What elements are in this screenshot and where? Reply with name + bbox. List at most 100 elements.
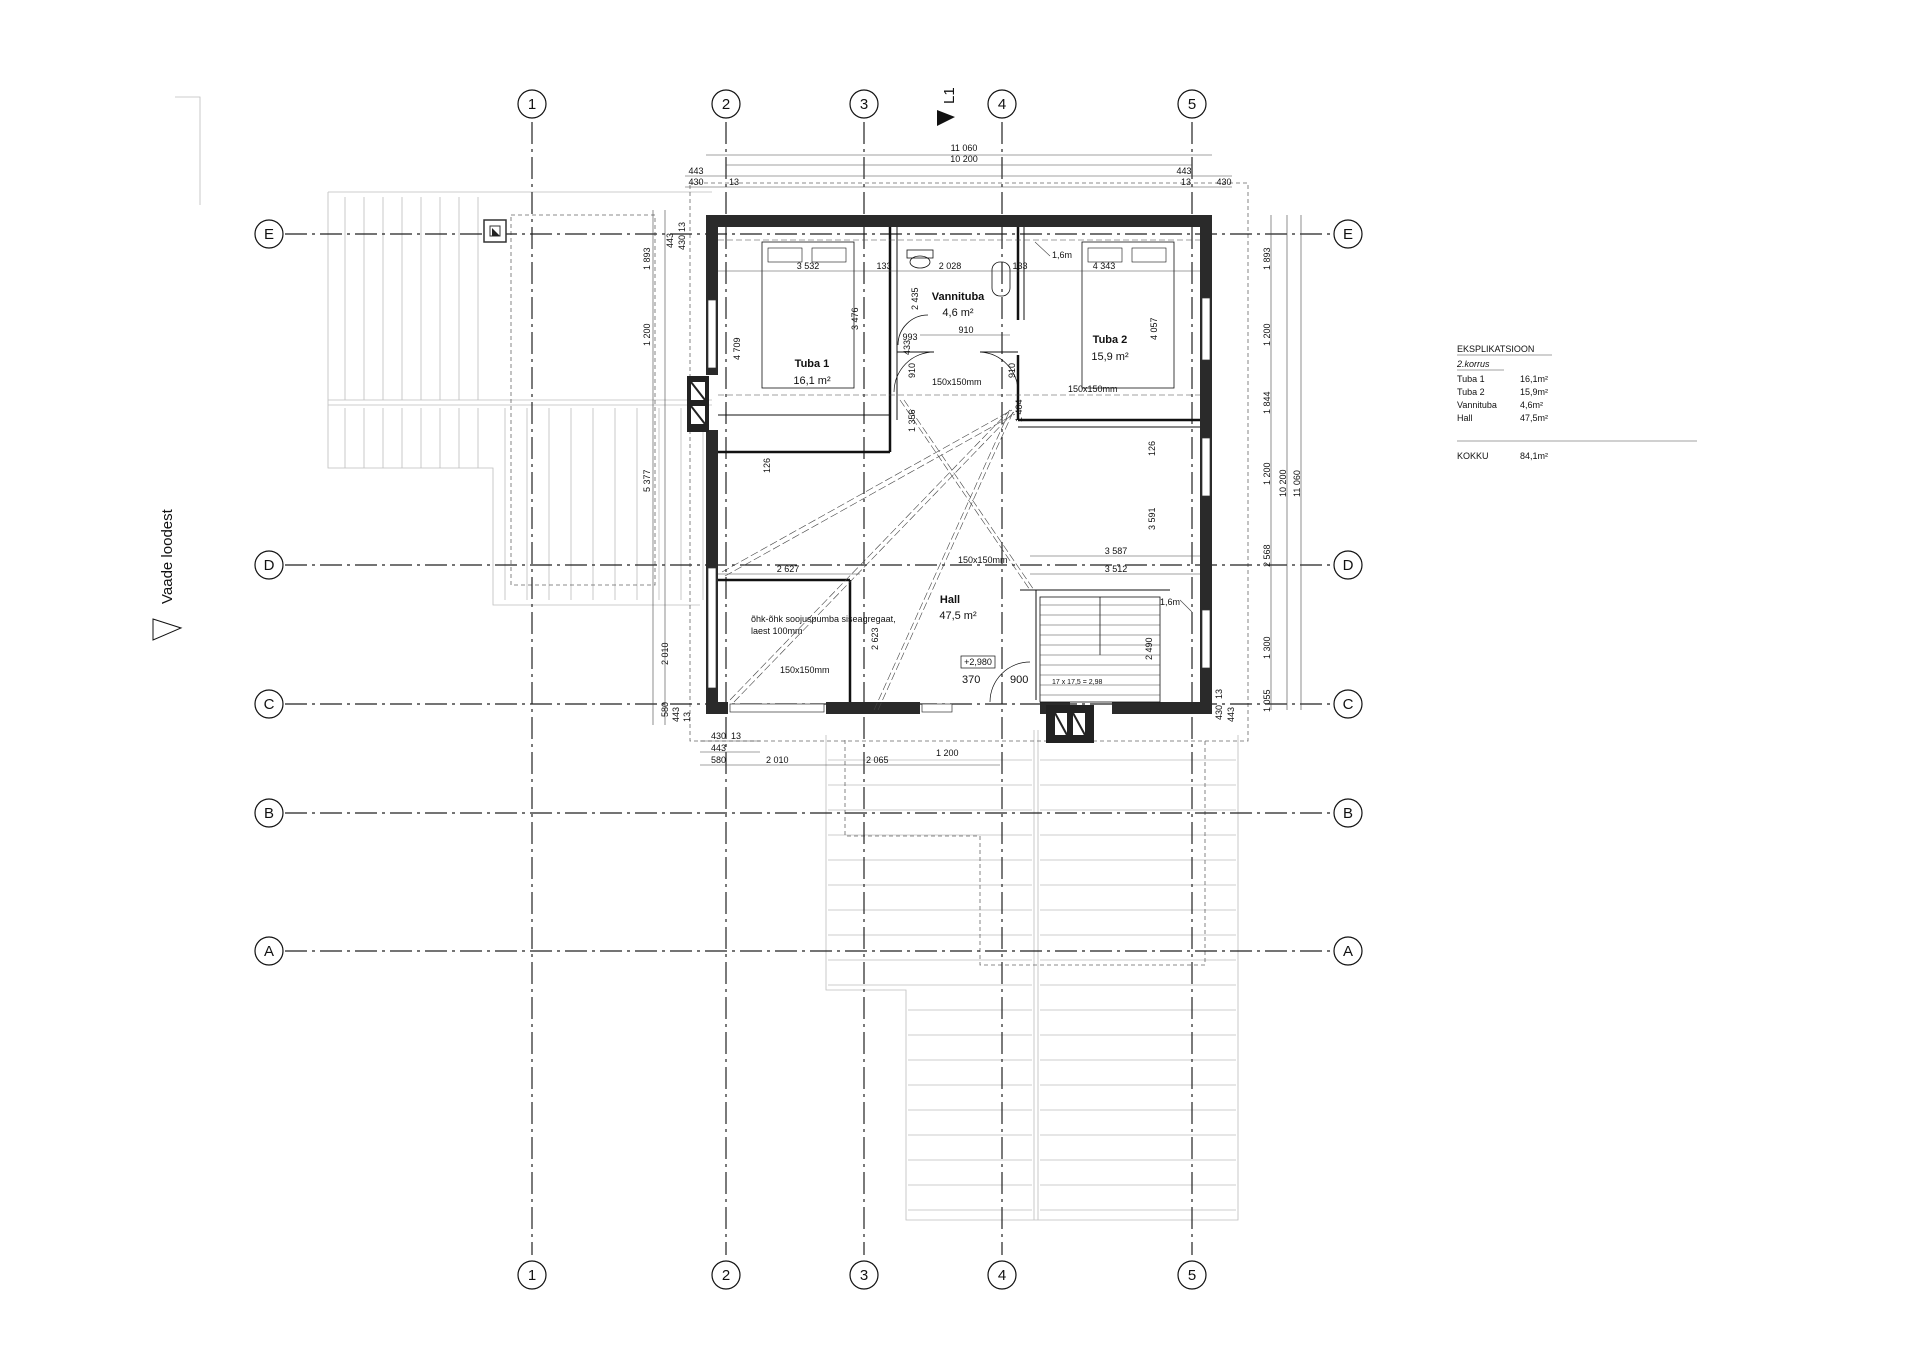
stair bbox=[1039, 596, 1161, 703]
room-label-tuba-1: Tuba 1 16,1 m² bbox=[793, 358, 831, 387]
svg-text:C: C bbox=[264, 696, 275, 713]
svg-text:4 057: 4 057 bbox=[1149, 317, 1159, 340]
svg-text:2 028: 2 028 bbox=[939, 261, 962, 271]
svg-text:4: 4 bbox=[998, 96, 1006, 113]
svg-text:1 844: 1 844 bbox=[1262, 391, 1272, 414]
svg-text:370: 370 bbox=[962, 674, 980, 686]
svg-text:15,9m²: 15,9m² bbox=[1520, 387, 1548, 397]
grid-bubbles: 1 2 3 4 5 1 2 3 4 5 E D C B A E D C B A bbox=[254, 89, 1363, 1290]
svg-text:910: 910 bbox=[958, 325, 973, 335]
svg-text:2 627: 2 627 bbox=[777, 564, 800, 574]
grid-bubble-4-top: 4 bbox=[987, 89, 1017, 119]
chimney-left bbox=[687, 376, 709, 432]
svg-text:16,1 m²: 16,1 m² bbox=[793, 375, 831, 387]
svg-text:2: 2 bbox=[722, 96, 730, 113]
svg-text:150x150mm: 150x150mm bbox=[780, 665, 830, 675]
lower-outline bbox=[844, 740, 1206, 966]
svg-text:1 404: 1 404 bbox=[1014, 399, 1024, 422]
svg-text:D: D bbox=[264, 557, 275, 574]
svg-text:910: 910 bbox=[907, 363, 917, 378]
svg-text:133: 133 bbox=[1012, 261, 1027, 271]
svg-text:126: 126 bbox=[1147, 441, 1157, 456]
svg-text:433: 433 bbox=[902, 340, 912, 355]
grid-bubble-A-right: A bbox=[1333, 936, 1363, 966]
svg-text:5: 5 bbox=[1188, 96, 1196, 113]
grid-bubble-1-top: 1 bbox=[517, 89, 547, 119]
svg-text:13: 13 bbox=[1214, 689, 1224, 699]
svg-text:430: 430 bbox=[677, 235, 687, 250]
svg-text:900: 900 bbox=[1010, 674, 1028, 686]
grid-bubble-5-top: 5 bbox=[1177, 89, 1207, 119]
svg-text:150x150mm: 150x150mm bbox=[932, 377, 982, 387]
svg-text:3 587: 3 587 bbox=[1105, 546, 1128, 556]
grid-bubble-2-top: 2 bbox=[711, 89, 741, 119]
svg-text:L1: L1 bbox=[941, 87, 958, 104]
svg-text:Hall: Hall bbox=[1457, 413, 1473, 423]
svg-text:1 200: 1 200 bbox=[1262, 462, 1272, 485]
bathroom-fixtures bbox=[897, 249, 1011, 346]
svg-text:2 568: 2 568 bbox=[1262, 544, 1272, 567]
svg-text:Tuba 2: Tuba 2 bbox=[1093, 334, 1128, 346]
svg-text:laest 100mm: laest 100mm bbox=[751, 626, 803, 636]
roof-outline bbox=[689, 182, 1249, 742]
svg-text:EKSPLIKATSIOON: EKSPLIKATSIOON bbox=[1457, 344, 1534, 354]
top-dimensions: 11 060 10 200 443 443 430 13 13 430 bbox=[685, 143, 1232, 188]
svg-text:15,9 m²: 15,9 m² bbox=[1091, 351, 1129, 363]
svg-text:õhk-õhk soojuspumba siseagrega: õhk-õhk soojuspumba siseagregaat, bbox=[751, 614, 896, 624]
svg-text:1 893: 1 893 bbox=[1262, 247, 1272, 270]
svg-text:1,6m: 1,6m bbox=[1052, 250, 1072, 260]
svg-text:E: E bbox=[264, 226, 274, 243]
right-dimensions: 1 893 1 200 1 844 1 200 2 568 1 300 1 05… bbox=[1214, 215, 1302, 722]
svg-text:580: 580 bbox=[711, 755, 726, 765]
doors bbox=[893, 351, 1031, 703]
svg-text:D: D bbox=[1343, 557, 1354, 574]
svg-text:11 060: 11 060 bbox=[1292, 470, 1302, 497]
svg-text:Tuba 1: Tuba 1 bbox=[795, 358, 830, 370]
svg-text:13: 13 bbox=[682, 712, 692, 722]
svg-text:580: 580 bbox=[660, 702, 670, 717]
left-dimensions: 443 13 430 1 893 1 200 5 377 2 010 580 4… bbox=[642, 210, 692, 725]
exterior-walls bbox=[706, 215, 1212, 714]
svg-text:3 476: 3 476 bbox=[850, 307, 860, 330]
svg-text:3: 3 bbox=[860, 1267, 868, 1284]
svg-text:443: 443 bbox=[671, 707, 681, 722]
grid-bubble-D-left: D bbox=[254, 550, 284, 580]
svg-text:430: 430 bbox=[1216, 177, 1231, 187]
svg-text:KOKKU: KOKKU bbox=[1457, 451, 1489, 461]
svg-text:1 300: 1 300 bbox=[1262, 636, 1272, 659]
svg-text:4 709: 4 709 bbox=[732, 337, 742, 360]
grid-bubble-E-right: E bbox=[1333, 219, 1363, 249]
svg-text:150x150mm: 150x150mm bbox=[958, 555, 1008, 565]
svg-text:4: 4 bbox=[998, 1267, 1006, 1284]
svg-text:Tuba 2: Tuba 2 bbox=[1457, 387, 1485, 397]
grid-lines bbox=[285, 122, 1332, 1255]
svg-text:B: B bbox=[1343, 805, 1353, 822]
grid-bubble-C-right: C bbox=[1333, 689, 1363, 719]
svg-text:4 343: 4 343 bbox=[1093, 261, 1116, 271]
svg-text:16,1m²: 16,1m² bbox=[1520, 374, 1548, 384]
svg-text:2 065: 2 065 bbox=[866, 755, 889, 765]
grid-bubble-E-left: E bbox=[254, 219, 284, 249]
room-label-vannituba: Vannituba 4,6 m² bbox=[932, 291, 985, 319]
svg-text:3 532: 3 532 bbox=[797, 261, 820, 271]
svg-text:B: B bbox=[264, 805, 274, 822]
grid-bubble-3-bottom: 3 bbox=[849, 1260, 879, 1290]
chimney-bottom bbox=[1046, 705, 1094, 743]
svg-text:4,6 m²: 4,6 m² bbox=[942, 307, 974, 319]
svg-text:3 512: 3 512 bbox=[1105, 564, 1128, 574]
svg-text:430: 430 bbox=[688, 177, 703, 187]
grid-bubble-2-bottom: 2 bbox=[711, 1260, 741, 1290]
svg-text:C: C bbox=[1343, 696, 1354, 713]
svg-text:+2,980: +2,980 bbox=[964, 657, 992, 667]
svg-text:4,6m²: 4,6m² bbox=[1520, 400, 1543, 410]
svg-text:47,5 m²: 47,5 m² bbox=[939, 610, 977, 622]
ventilation-ducts bbox=[721, 399, 1035, 711]
grid-bubble-C-left: C bbox=[254, 689, 284, 719]
svg-text:2 435: 2 435 bbox=[910, 287, 920, 310]
svg-text:2 010: 2 010 bbox=[766, 755, 789, 765]
grid-bubble-1-bottom: 1 bbox=[517, 1260, 547, 1290]
svg-text:1 055: 1 055 bbox=[1262, 689, 1272, 712]
svg-text:430: 430 bbox=[1214, 705, 1224, 720]
roof-vent bbox=[483, 219, 507, 243]
